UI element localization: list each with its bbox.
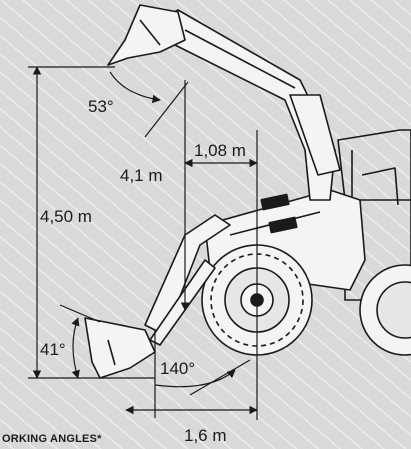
angle-arc-53 <box>109 71 161 104</box>
label-max-height: 4,50 m <box>40 207 92 226</box>
label-upper-bucket-angle: 53° <box>88 97 114 116</box>
brand-plate-1 <box>260 193 290 211</box>
backhoe-loader-illustration <box>84 4 411 379</box>
angle-ray-53 <box>144 81 189 138</box>
angle-ray-140 <box>189 359 251 396</box>
label-rollback-angle: 140° <box>160 359 196 378</box>
label-dump-height: 4,1 m <box>120 166 163 185</box>
rear-wheel <box>359 264 411 356</box>
brand-plate-2 <box>268 216 298 234</box>
label-reach-lower: 1,6 m <box>184 426 227 445</box>
backhoe-boom <box>159 9 341 201</box>
label-lower-bucket-angle: 41° <box>40 340 66 359</box>
upper-bucket <box>107 4 186 66</box>
caption-working-angles: ORKING ANGLES* <box>2 433 102 445</box>
angle-arc-140 <box>154 369 236 388</box>
angle-ray-41 <box>59 304 101 323</box>
label-reach-upper: 1,08 m <box>194 141 246 160</box>
lower-bucket <box>84 317 156 379</box>
angle-arc-41 <box>71 317 80 379</box>
